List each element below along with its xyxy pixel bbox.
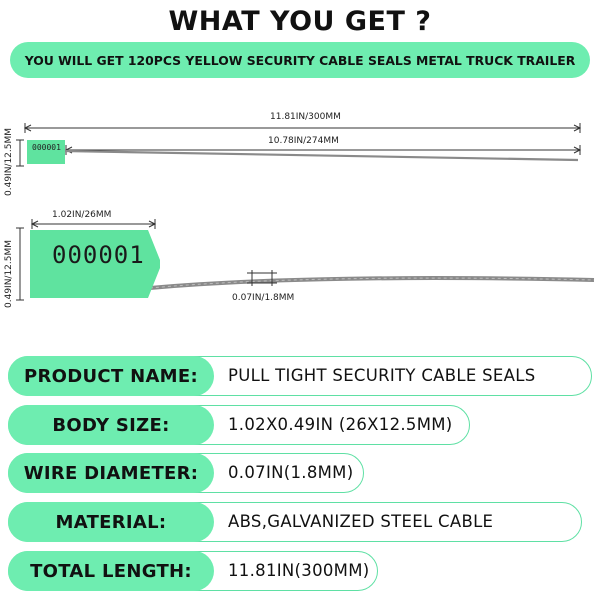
large-height-label: 0.49IN/12.5MM <box>4 239 14 308</box>
small-seal-wire <box>64 149 579 162</box>
wire-length-label: 10.78IN/274MM <box>268 136 339 146</box>
wire-diameter-dimension <box>247 270 277 286</box>
small-height-label: 0.49IN/12.5MM <box>4 127 14 196</box>
total-length-dimension <box>23 123 582 133</box>
spec-value: 11.81IN(300MM) <box>228 561 370 580</box>
small-tag-number: 000001 <box>32 143 61 152</box>
small-seal-body <box>27 140 65 164</box>
body-width-label: 1.02IN/26MM <box>52 210 112 220</box>
wire-diameter-label: 0.07IN/1.8MM <box>232 293 295 303</box>
spec-value: 1.02X0.49IN (26X12.5MM) <box>228 415 453 434</box>
spec-label: MATERIAL: <box>8 502 214 542</box>
large-tag-number: 000001 <box>52 241 145 269</box>
spec-value: PULL TIGHT SECURITY CABLE SEALS <box>228 366 536 385</box>
spec-value: 0.07IN(1.8MM) <box>228 463 354 482</box>
body-width-dimension <box>30 219 157 229</box>
spec-row-product-name: PRODUCT NAME: PULL TIGHT SECURITY CABLE … <box>8 356 592 396</box>
spec-value: ABS,GALVANIZED STEEL CABLE <box>228 512 494 531</box>
dimension-diagram: 11.81IN/300MM 10.78IN/274MM 0.49IN/12.5M… <box>0 100 600 350</box>
spec-row-total-length: TOTAL LENGTH: 11.81IN(300MM) <box>8 551 584 591</box>
diagram-drawing <box>16 123 595 301</box>
small-height-dimension <box>16 139 24 167</box>
banner-text: YOU WILL GET 120PCS YELLOW SECURITY CABL… <box>24 52 576 68</box>
spec-row-material: MATERIAL: ABS,GALVANIZED STEEL CABLE <box>8 502 584 542</box>
spec-row-body-size: BODY SIZE: 1.02X0.49IN (26X12.5MM) <box>8 405 584 445</box>
spec-label: WIRE DIAMETER: <box>8 453 214 493</box>
spec-row-wire-diameter: WIRE DIAMETER: 0.07IN(1.8MM) <box>8 453 584 493</box>
page-title: WHAT YOU GET ? <box>168 6 432 37</box>
large-height-dimension <box>16 227 24 301</box>
wire-length-dimension <box>64 145 582 155</box>
product-banner: YOU WILL GET 120PCS YELLOW SECURITY CABL… <box>10 42 590 78</box>
large-seal-body <box>30 230 160 298</box>
spec-label: PRODUCT NAME: <box>8 356 214 396</box>
spec-label: BODY SIZE: <box>8 405 214 445</box>
total-length-label: 11.81IN/300MM <box>270 112 341 122</box>
spec-label: TOTAL LENGTH: <box>8 551 214 591</box>
